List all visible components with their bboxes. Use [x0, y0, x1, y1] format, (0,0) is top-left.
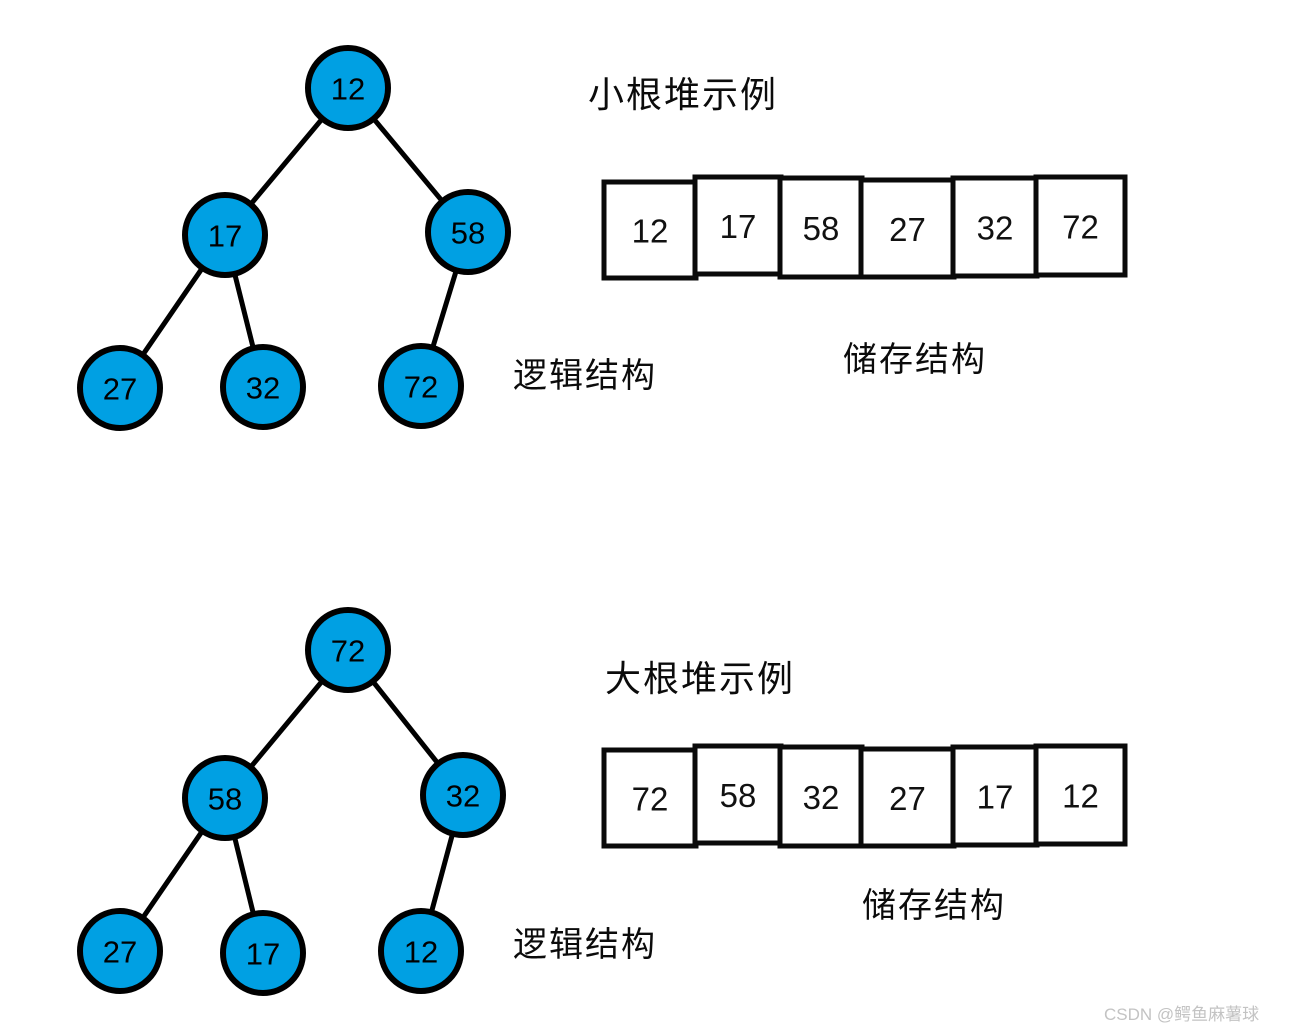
tree-node-circle[interactable]	[305, 45, 391, 131]
tree-edge	[246, 676, 327, 772]
array-cell-value: 72	[1062, 209, 1099, 246]
array-cell-box[interactable]	[950, 744, 1040, 848]
tree-node[interactable]: 32	[220, 344, 306, 430]
tree-node[interactable]: 27	[77, 908, 163, 994]
tree-edge	[429, 265, 460, 353]
array-cell-value: 12	[632, 213, 669, 250]
tree-node[interactable]: 17	[182, 192, 268, 278]
tree-edges-min-heap	[139, 114, 460, 360]
tree-node-circle[interactable]	[420, 752, 506, 838]
tree-node[interactable]: 58	[182, 755, 268, 841]
tree-node[interactable]: 17	[220, 910, 306, 996]
array-cell[interactable]: 58	[692, 743, 784, 846]
csdn-watermark: CSDN @鳄鱼麻薯球	[1104, 1005, 1260, 1024]
tree-node[interactable]: 27	[77, 345, 163, 431]
tree-node-circle[interactable]	[77, 345, 163, 431]
tree-node-value: 12	[404, 935, 438, 970]
array-min-heap: 12 17 58 27 32 72	[601, 174, 1128, 281]
array-cell-value: 32	[977, 210, 1014, 247]
array-cell[interactable]: 27	[858, 746, 957, 849]
tree-node-circle[interactable]	[220, 344, 306, 430]
tree-node[interactable]: 12	[305, 45, 391, 131]
tree-node-circle[interactable]	[77, 908, 163, 994]
array-cell-value: 12	[1062, 778, 1099, 815]
array-cell-value: 58	[803, 210, 840, 247]
array-cell[interactable]: 72	[601, 747, 699, 849]
tree-node[interactable]: 72	[378, 343, 464, 429]
tree-node-circle[interactable]	[305, 607, 391, 693]
tree-node-value: 17	[208, 219, 242, 254]
tree-node-circle[interactable]	[182, 755, 268, 841]
tree-edge	[428, 829, 456, 917]
array-cell-box[interactable]	[777, 744, 865, 849]
tree-node-value: 32	[246, 371, 280, 406]
min-heap-title: 小根堆示例	[588, 75, 779, 116]
array-cell[interactable]: 12	[1033, 743, 1128, 847]
tree-edge	[369, 114, 447, 206]
max-heap-title: 大根堆示例	[605, 659, 796, 700]
array-cell[interactable]: 17	[692, 174, 784, 277]
tree-edge	[231, 832, 257, 919]
max-heap-logical-structure-label: 逻辑结构	[513, 925, 657, 965]
array-max-heap: 72 58 32 27 17 12	[601, 743, 1128, 849]
array-cell[interactable]: 17	[950, 744, 1040, 848]
max-heap-storage-structure-label: 储存结构	[862, 886, 1006, 926]
tree-node[interactable]: 72	[305, 607, 391, 693]
tree-node-circle[interactable]	[182, 192, 268, 278]
tree-node-value: 27	[103, 372, 137, 407]
min-heap-storage-structure-label: 储存结构	[843, 340, 987, 380]
tree-edges-max-heap	[139, 676, 456, 923]
tree-node-value: 27	[103, 935, 137, 970]
tree-node[interactable]: 32	[420, 752, 506, 838]
tree-edge	[139, 826, 206, 923]
array-cell-value: 17	[977, 779, 1014, 816]
tree-edge	[246, 114, 327, 209]
array-cell[interactable]: 27	[858, 177, 957, 280]
array-cell[interactable]: 12	[601, 179, 699, 281]
array-cell-value: 32	[803, 779, 840, 816]
tree-nodes-min-heap: 12 17 58 27 32 72	[77, 45, 511, 431]
array-cell[interactable]: 72	[1033, 174, 1128, 278]
array-cell-box[interactable]	[1033, 743, 1128, 847]
tree-node-value: 58	[451, 216, 485, 251]
section-min-heap: 12 17 58 27 32 72 12 17 58 27 32 72	[77, 45, 1128, 431]
array-cell[interactable]: 58	[777, 175, 865, 280]
array-cell-box[interactable]	[1033, 174, 1128, 278]
array-cell-box[interactable]	[777, 175, 865, 280]
tree-node-circle[interactable]	[425, 189, 511, 275]
tree-node-value: 12	[331, 72, 365, 107]
array-cell-box[interactable]	[950, 175, 1040, 279]
tree-node-circle[interactable]	[378, 343, 464, 429]
tree-node-value: 17	[246, 937, 280, 972]
tree-node-value: 72	[404, 370, 438, 405]
array-cell-value: 58	[720, 777, 757, 814]
tree-node-circle[interactable]	[378, 908, 464, 994]
tree-node-value: 58	[208, 782, 242, 817]
tree-edge	[139, 263, 206, 360]
array-cell-value: 17	[720, 208, 757, 245]
array-cell[interactable]: 32	[777, 744, 865, 849]
min-heap-logical-structure-label: 逻辑结构	[513, 356, 657, 396]
tree-node[interactable]: 58	[425, 189, 511, 275]
array-cell-value: 27	[889, 780, 926, 817]
tree-edge	[369, 677, 442, 768]
array-cell-box[interactable]	[692, 743, 784, 846]
array-cell-box[interactable]	[858, 177, 957, 280]
tree-node-circle[interactable]	[220, 910, 306, 996]
array-cell[interactable]: 32	[950, 175, 1040, 279]
array-cell-value: 72	[632, 781, 669, 818]
tree-edge	[231, 269, 257, 353]
tree-node-value: 72	[331, 634, 365, 669]
tree-nodes-max-heap: 72 58 32 27 17 12	[77, 607, 506, 996]
array-cell-value: 27	[889, 211, 926, 248]
tree-node-value: 32	[446, 779, 480, 814]
tree-node[interactable]: 12	[378, 908, 464, 994]
section-max-heap: 72 58 32 27 17 12 72 58 32 27 17 12	[77, 607, 1128, 996]
